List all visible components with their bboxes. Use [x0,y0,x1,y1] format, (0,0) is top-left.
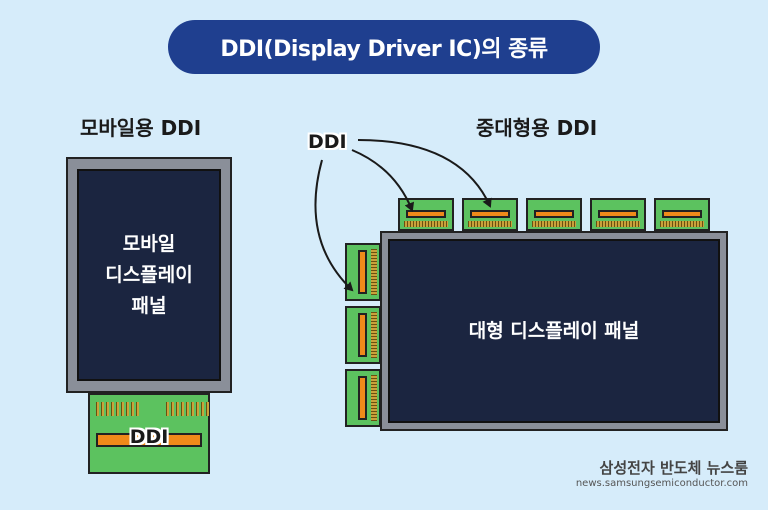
top-ddi-chip [470,210,510,218]
mobile-ddi-board: DDI [88,393,210,474]
top-ddi-chip [534,210,574,218]
mobile-ddi-chip [96,433,202,447]
large-panel-label: 대형 디스플레이 패널 [468,319,640,342]
arrow-to-top-board-1 [351,149,415,212]
mobile-panel-line-1: 모바일 [122,232,176,255]
mobile-board-pins-left [96,402,139,416]
mobile-display-frame: 모바일 디스플레이 패널 [66,157,232,393]
top-ddi-chip [662,210,702,218]
arrow-to-top-board-2 [357,139,492,208]
mobile-ddi-chip-label: DDI [129,426,169,448]
large-ddi-heading: 중대형용 DDI [476,116,598,140]
top-ddi-board-1 [398,198,454,231]
mobile-panel-text: 모바일 디스플레이 패널 [105,229,192,322]
mobile-display-panel: 모바일 디스플레이 패널 [77,169,221,381]
large-display-frame: 대형 디스플레이 패널 [380,231,728,431]
brand-url: news.samsungsemiconductor.com [575,478,748,489]
brand-name: 삼성전자 반도체 뉴스룸 [599,459,748,477]
top-ddi-chip [598,210,638,218]
arrow-to-side-board [314,159,354,292]
mobile-board-pins-right [166,402,209,416]
top-ddi-board-3 [526,198,582,231]
side-ddi-chip [358,313,367,357]
mobile-panel-line-3: 패널 [131,294,167,317]
top-ddi-board-5 [654,198,710,231]
top-ddi-chip [406,210,446,218]
side-ddi-board-3 [345,369,381,427]
top-ddi-board-4 [590,198,646,231]
ddi-callout-label: DDI [308,131,347,153]
large-display-panel: 대형 디스플레이 패널 [388,239,720,423]
side-ddi-chip [358,250,367,294]
diagram-title: DDI(Display Driver IC)의 종류 [168,20,600,74]
mobile-panel-line-2: 디스플레이 [105,263,193,286]
mobile-ddi-heading: 모바일용 DDI [80,116,202,140]
side-ddi-chip [358,376,367,420]
